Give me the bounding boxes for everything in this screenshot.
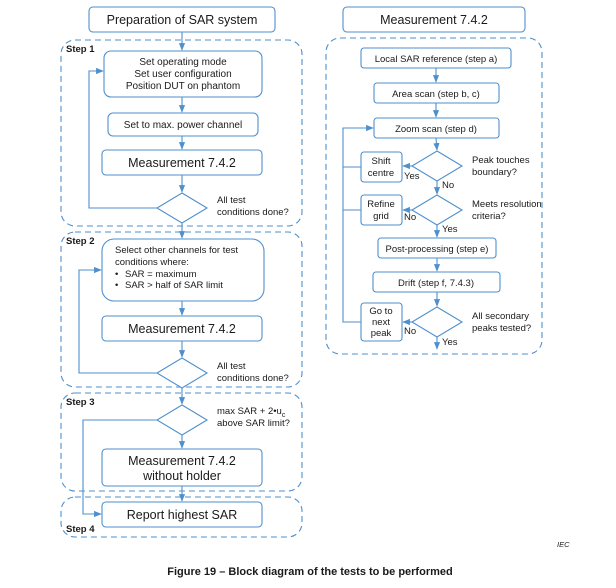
secondary-line-1: All secondary — [472, 311, 529, 322]
step3-label: Step 3 — [66, 397, 95, 408]
select-channels-box — [101, 238, 265, 302]
measurement-title-box — [342, 6, 526, 33]
local-sar-label: Local SAR reference (step a) — [375, 54, 498, 65]
peak-no-label: No — [442, 180, 454, 191]
zoom-scan-label: Zoom scan (step d) — [395, 124, 477, 135]
meets-line-2: criteria? — [472, 211, 506, 222]
step4-label: Step 4 — [66, 524, 95, 535]
area-scan-label: Area scan (step b, c) — [392, 89, 480, 100]
shift-line-2: centre — [368, 168, 394, 179]
step2-label: Step 2 — [66, 236, 95, 247]
peak-yes-label: Yes — [404, 171, 420, 182]
step1-label: Step 1 — [66, 44, 95, 55]
step3-measurement-line-2: without holder — [142, 469, 221, 483]
step2-measurement-label: Measurement 7.4.2 — [128, 322, 236, 336]
meets-no-label: No — [404, 212, 416, 223]
goto-line-2: next — [372, 317, 390, 328]
refine-line-1: Refine — [367, 199, 394, 210]
secondary-peaks-diamond — [410, 306, 464, 338]
setup-line-1: Set operating mode — [139, 57, 227, 68]
goto-line-1: Go to — [369, 306, 392, 317]
step3-uc-subscript: c — [282, 412, 286, 419]
iec-mark: IEC — [557, 540, 570, 549]
post-processing-label: Post-processing (step e) — [386, 244, 489, 255]
preparation-label: Preparation of SAR system — [107, 13, 258, 27]
right-connectors — [342, 68, 441, 350]
measurement-frame — [325, 37, 543, 355]
step1-decision-line-2: conditions done? — [217, 207, 289, 218]
step1-measurement-label: Measurement 7.4.2 — [128, 156, 236, 170]
peak-line-2: boundary? — [472, 167, 517, 178]
select-line-2: conditions where: — [115, 257, 189, 268]
meets-yes-label: Yes — [442, 224, 458, 235]
step3-decision-line-2: above SAR limit? — [217, 418, 290, 429]
shift-line-1: Shift — [371, 156, 390, 167]
secondary-line-2: peaks tested? — [472, 323, 531, 334]
report-box — [101, 501, 263, 528]
setup-line-2: Set user configuration — [134, 69, 231, 80]
measurement-title: Measurement 7.4.2 — [380, 13, 488, 27]
setup-box — [103, 50, 263, 98]
select-line-1: Select other channels for test — [115, 245, 238, 256]
secondary-yes-label: Yes — [442, 337, 458, 348]
drift-label: Drift (step f, 7.4.3) — [398, 278, 474, 289]
resolution-diamond — [410, 194, 464, 226]
bullet-1: SAR = maximum — [125, 269, 197, 280]
step2-decision-line-1: All test — [217, 361, 246, 372]
secondary-no-label: No — [404, 326, 416, 337]
max-power-label: Set to max. power channel — [124, 120, 242, 131]
step3-measurement-line-1: Measurement 7.4.2 — [128, 454, 236, 468]
goto-line-3: peak — [371, 328, 392, 339]
step1-decision-diamond — [155, 192, 209, 224]
peak-boundary-diamond — [410, 150, 464, 182]
step2-decision-line-2: conditions done? — [217, 373, 289, 384]
max-power-box — [107, 112, 259, 137]
meets-line-1: Meets resolution — [472, 199, 542, 210]
step1-decision-line-1: All test — [217, 195, 246, 206]
step4-frame — [60, 496, 303, 538]
left-connectors — [78, 32, 186, 518]
bullet-2: SAR > half of SAR limit — [125, 280, 223, 291]
bullet-marker-1: • — [115, 269, 118, 280]
report-label: Report highest SAR — [127, 508, 237, 522]
setup-line-3: Position DUT on phantom — [126, 81, 240, 92]
bullet-marker-2: • — [115, 280, 118, 291]
figure-caption: Figure 19 – Block diagram of the tests t… — [167, 566, 452, 578]
step2-decision-diamond — [155, 357, 209, 389]
refine-line-2: grid — [373, 211, 389, 222]
step3-decision-line-1: max SAR + 2•uc — [217, 406, 286, 419]
step3-decision-diamond — [155, 404, 209, 436]
peak-line-1: Peak touches — [472, 155, 530, 166]
